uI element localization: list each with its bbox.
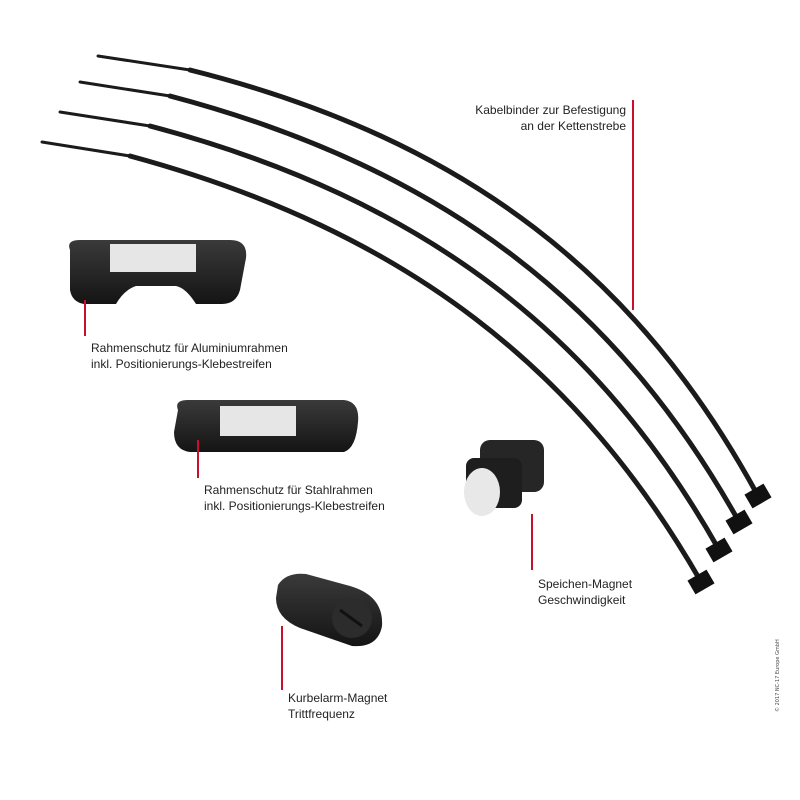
frame-protector-alu	[69, 240, 247, 304]
label-cable-ties: Kabelbinder zur Befestigung an der Kette…	[475, 102, 626, 134]
callout-lines	[84, 100, 634, 690]
frame-protector-steel	[174, 400, 359, 452]
label-frame-protector-alu: Rahmenschutz für Aluminiumrahmen inkl. P…	[91, 340, 288, 372]
cable-tie-3	[58, 110, 733, 563]
label-spoke-line1: Speichen-Magnet	[538, 577, 633, 591]
label-crank-line1: Kurbelarm-Magnet	[288, 691, 388, 705]
label-frame-protector-steel: Rahmenschutz für Stahlrahmen inkl. Posit…	[204, 482, 385, 514]
label-alu-line2: inkl. Positionierungs-Klebestreifen	[91, 357, 272, 371]
label-steel-line1: Rahmenschutz für Stahlrahmen	[204, 483, 373, 497]
cable-ties	[40, 54, 772, 595]
cable-tie-4	[40, 140, 715, 595]
label-crank-line2: Trittfrequenz	[288, 707, 355, 721]
label-steel-line2: inkl. Positionierungs-Klebestreifen	[204, 499, 385, 513]
spoke-magnet	[464, 440, 544, 516]
copyright-notice: © 2017 NC-17 Europe GmbH	[775, 639, 781, 712]
label-spoke-line2: Geschwindigkeit	[538, 593, 626, 607]
label-cable-ties-line2: an der Kettenstrebe	[520, 119, 626, 133]
crank-magnet	[276, 573, 383, 647]
label-crank-magnet: Kurbelarm-Magnet Trittfrequenz	[288, 690, 387, 722]
label-cable-ties-line1: Kabelbinder zur Befestigung	[475, 103, 626, 117]
cable-tie-2	[78, 80, 753, 535]
label-alu-line1: Rahmenschutz für Aluminiumrahmen	[91, 341, 288, 355]
label-spoke-magnet: Speichen-Magnet Geschwindigkeit	[538, 576, 632, 608]
cable-tie-1	[96, 54, 772, 509]
